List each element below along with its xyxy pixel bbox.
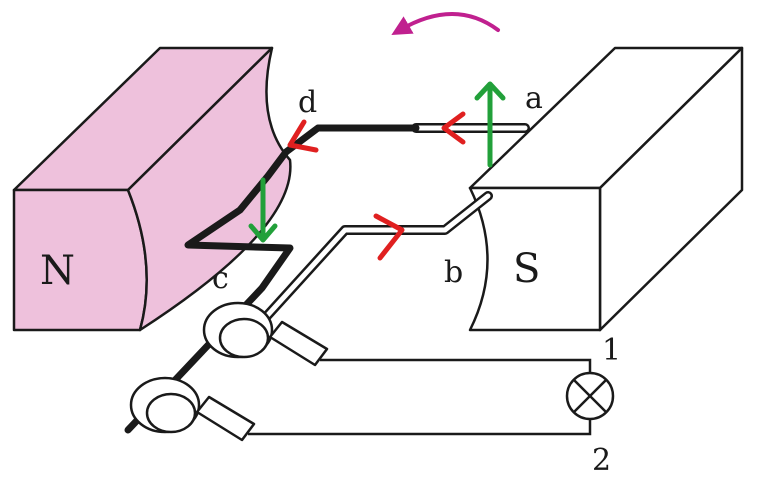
- black-wire: [124, 124, 420, 434]
- terminal-1-label: 1: [602, 333, 621, 368]
- white-wire: [231, 123, 530, 355]
- north-magnet-front: [12, 188, 148, 332]
- slip-ring-lower: [129, 376, 201, 434]
- lamp-icon: [565, 371, 615, 421]
- north-magnet-pole-face: [126, 46, 292, 332]
- rotation-arrow-icon: [391, 12, 500, 36]
- current-arrow-d-icon: [287, 119, 319, 153]
- brush-lower: [195, 395, 256, 442]
- current-arrow-ab-icon: [441, 111, 466, 145]
- force-arrow-c-icon: [248, 177, 278, 243]
- slip-ring-upper: [202, 301, 274, 359]
- south-label: S: [513, 246, 540, 292]
- north-magnet: [12, 46, 292, 332]
- point-c-label: c: [212, 261, 229, 296]
- current-arrow-b-icon: [373, 213, 405, 261]
- point-d-label: d: [298, 85, 317, 120]
- north-label: N: [40, 248, 75, 294]
- point-b-label: b: [444, 255, 463, 290]
- south-magnet-front: [468, 186, 602, 332]
- brush-upper: [268, 320, 329, 367]
- point-a-label: a: [525, 81, 543, 116]
- south-magnet: [468, 46, 744, 332]
- terminal-2-label: 2: [592, 443, 611, 478]
- force-arrow-a-icon: [474, 81, 506, 168]
- external-circuit: [248, 358, 592, 436]
